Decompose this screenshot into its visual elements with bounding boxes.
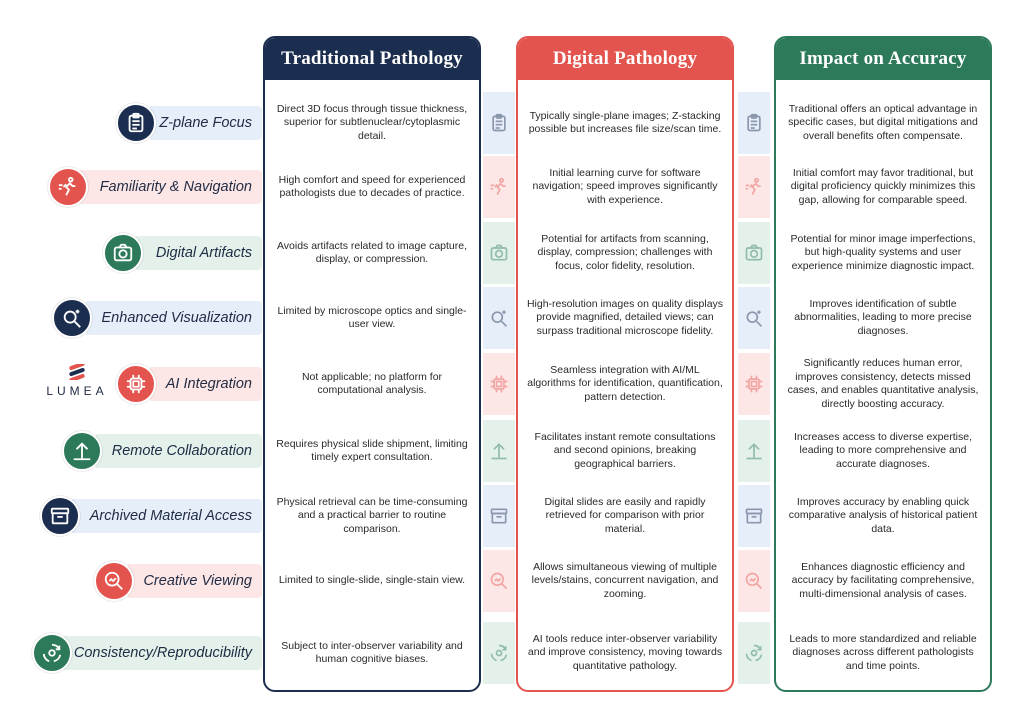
upload-arrow-icon [483,420,515,482]
row-label: Remote Collaboration [96,434,262,468]
row-label: Consistency/Reproducibility [64,636,262,670]
traditional-cell: Limited to single-slide, single-stain vi… [278,574,466,587]
upload-arrow-icon [738,420,770,482]
impact-column: Impact on Accuracy Traditional offers an… [774,36,992,692]
running-person-icon [48,167,88,207]
chart-magnifier-icon [94,561,134,601]
clipboard-icon [483,92,515,154]
archive-box-icon [738,485,770,547]
row-label: Enhanced Visualization [86,301,262,335]
traditional-cell: Requires physical slide shipment, limiti… [276,437,468,464]
chip-icon [483,353,515,415]
digital-cell: AI tools reduce inter-observer variabili… [527,632,723,672]
magnifier-sparkle-icon [52,298,92,338]
archive-box-icon [483,485,515,547]
clipboard-icon [738,92,770,154]
impact-cell: Significantly reduces human error, impro… [787,357,979,410]
recycle-gear-icon [483,622,515,684]
traditional-cell: Not applicable; no platform for computat… [301,370,443,397]
row-label: Z-plane Focus [150,106,262,140]
traditional-cell: Physical retrieval can be time-consuming… [276,495,468,535]
digital-column: Digital Pathology Typically single-plane… [516,36,734,692]
impact-cell: Traditional offers an optical advantage … [788,102,978,142]
traditional-cell: Direct 3D focus through tissue thickness… [276,102,468,142]
impact-cell: Leads to more standardized and reliable … [789,632,977,672]
recycle-gear-icon [32,633,72,673]
running-person-icon [483,156,515,218]
chart-magnifier-icon [483,550,515,612]
lumea-logo: LUMEA [38,364,116,398]
traditional-column: Traditional Pathology Direct 3D focus th… [263,36,481,692]
row-label: Archived Material Access [72,499,262,533]
clipboard-icon [116,103,156,143]
impact-cell: Improves identification of subtle abnorm… [794,297,972,337]
recycle-gear-icon [738,622,770,684]
digital-cell: Digital slides are easily and rapidly re… [544,495,706,535]
camera-icon [738,222,770,284]
row-label: Digital Artifacts [136,236,262,270]
chip-icon [738,353,770,415]
lumea-logo-mark [69,364,85,380]
camera-icon [483,222,515,284]
archive-box-icon [40,496,80,536]
traditional-cell: Limited by microscope optics and single-… [277,304,467,331]
row-label: Creative Viewing [128,564,262,598]
digital-cell: Seamless integration with AI/ML algorith… [527,363,723,403]
digital-header: Digital Pathology [518,38,732,80]
digital-cell: Initial learning curve for software navi… [532,166,718,206]
digital-cell: Typically single-plane images; Z-stackin… [528,109,722,136]
magnifier-sparkle-icon [483,287,515,349]
logo-text: LUMEA [46,384,108,398]
digital-cell: Facilitates instant remote consultations… [534,430,716,470]
chip-icon [116,364,156,404]
row-label: AI Integration [150,367,262,401]
running-person-icon [738,156,770,218]
digital-cell: Potential for artifacts from scanning, d… [537,232,713,272]
impact-header: Impact on Accuracy [776,38,990,80]
magnifier-sparkle-icon [738,287,770,349]
row-label: Familiarity & Navigation [80,170,262,204]
chart-magnifier-icon [738,550,770,612]
impact-cell: Enhances diagnostic efficiency and accur… [791,560,975,600]
impact-cell: Initial comfort may favor traditional, b… [790,166,976,206]
traditional-cell: Subject to inter-observer variability an… [281,639,463,666]
traditional-cell: High comfort and speed for experienced p… [278,173,466,200]
digital-cell: High-resolution images on quality displa… [526,297,724,337]
upload-arrow-icon [62,431,102,471]
camera-icon [103,233,143,273]
digital-cell: Allows simultaneous viewing of multiple … [531,560,719,600]
traditional-cell: Avoids artifacts related to image captur… [276,239,468,266]
traditional-header: Traditional Pathology [265,38,479,80]
impact-cell: Improves accuracy by enabling quick comp… [788,495,978,535]
impact-cell: Potential for minor image imperfections,… [790,232,976,272]
impact-cell: Increases access to diverse expertise, l… [794,430,972,470]
